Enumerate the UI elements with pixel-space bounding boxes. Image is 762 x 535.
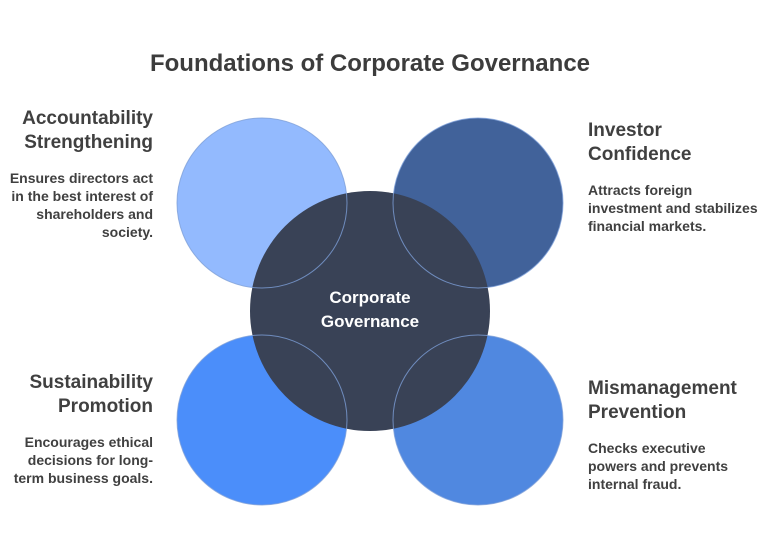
sustainability-heading: Sustainability Promotion (8, 371, 153, 419)
center-label: Corporate Governance (290, 286, 450, 334)
diagram-title: Foundations of Corporate Governance (149, 50, 591, 77)
investor-confidence-block: Investor Confidence Attracts foreign inv… (588, 119, 758, 235)
mismanagement-heading-line1: Mismanagement (588, 378, 737, 399)
center-label-line2: Governance (320, 312, 420, 331)
accountability-description: Ensures directors act in the best intere… (9, 170, 153, 240)
accountability-heading: Accountability Strengthening (8, 107, 153, 155)
investor-outline (392, 117, 564, 289)
sustainability-description: Encourages ethical decisions for long-te… (13, 434, 153, 486)
sustainability-block: Sustainability Promotion Encourages ethi… (8, 371, 153, 487)
sustainability-heading-line1: Sustainability (29, 372, 153, 393)
investor-confidence-description: Attracts foreign investment and stabiliz… (588, 182, 758, 234)
sustainability-outline (176, 334, 348, 506)
sustainability-heading-line2: Promotion (58, 396, 153, 417)
investor-heading-line2: Confidence (588, 144, 692, 165)
mismanagement-heading-line2: Prevention (588, 402, 687, 423)
accountability-block: Accountability Strengthening Ensures dir… (8, 107, 153, 241)
center-label-line1: Corporate (329, 288, 411, 307)
investor-heading-line1: Investor (588, 120, 662, 141)
overlap-outlines (176, 117, 564, 506)
investor-confidence-heading: Investor Confidence (588, 119, 758, 167)
mismanagement-heading: Mismanagement Prevention (588, 377, 758, 425)
accountability-outline (176, 117, 348, 289)
accountability-heading-line1: Accountability (22, 108, 153, 129)
corporate-governance-circle (250, 191, 490, 431)
mismanagement-outline (392, 334, 564, 506)
accountability-heading-line2: Strengthening (24, 132, 153, 153)
mismanagement-block: Mismanagement Prevention Checks executiv… (588, 377, 758, 493)
mismanagement-description: Checks executive powers and prevents int… (588, 440, 729, 492)
